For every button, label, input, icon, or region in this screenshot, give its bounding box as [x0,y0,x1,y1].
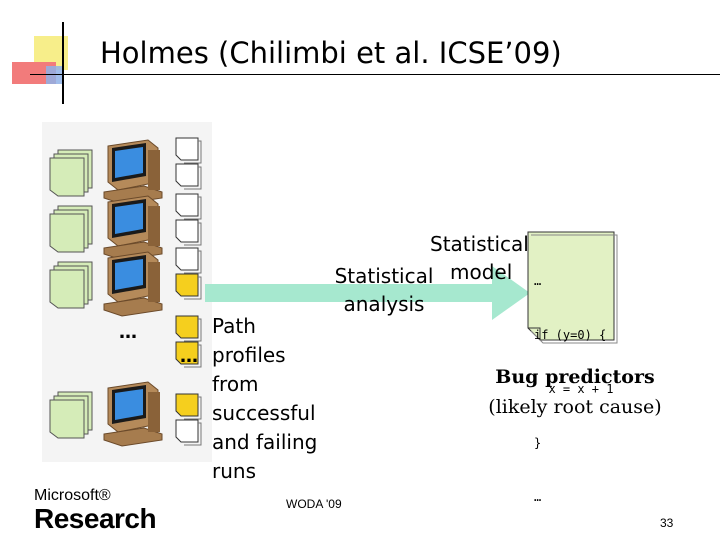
model-label-line: model [450,260,513,284]
analysis-arrow [205,266,530,320]
doc-stack-icon [49,205,93,253]
path-caption-line: profiles [212,343,286,367]
decorative-blue-square [46,66,62,84]
profile-doc-shadow [184,344,202,368]
code-line: if (y=0) { [534,328,607,342]
arrow-label-line: analysis [343,292,425,316]
profile-doc-icon [175,419,199,443]
arrow-label-line: Statistical [334,264,434,288]
computer-icon [103,195,163,261]
bug-predictors-label: Bug predictors [495,366,655,388]
profile-doc-shadow [184,276,202,300]
doc-stack-icon [49,149,93,197]
path-caption-line: Path [212,314,256,338]
profile-doc-shadow [184,140,202,164]
title-horizontal-rule [30,74,720,75]
profile-doc-icon [175,247,199,271]
microsoft-research-logo: Microsoft® Research [34,487,157,534]
profile-doc-shadow [184,166,202,190]
profile-doc-icon [175,273,199,297]
machines-ellipsis: … [119,322,137,343]
root-cause-label: (likely root cause) [488,396,662,418]
path-caption-line: successful [212,401,316,425]
code-line: … [534,490,542,504]
model-label-line: Statistical [430,232,529,256]
profile-doc-icon [175,163,199,187]
profiles-ellipsis: … [180,346,198,367]
code-document [527,231,615,341]
profile-doc-icon [175,341,199,365]
slide-title: Holmes (Chilimbi et al. ICSE’09) [100,36,562,70]
code-line: … [534,274,542,288]
profile-doc-shadow [184,250,202,274]
profile-doc-icon [175,193,199,217]
computer-icon [103,381,163,447]
path-profiles-caption: Path profiles from successful and failin… [212,312,317,486]
statistical-model-label: Statistical model [430,230,529,286]
profile-doc-shadow [184,196,202,220]
logo-microsoft: Microsoft® [34,487,111,504]
profile-doc-icon [175,137,199,161]
code-line: } [534,436,542,450]
path-caption-line: runs [212,459,256,483]
doc-stack-icon [49,391,93,439]
path-caption-line: and failing [212,430,318,454]
footer-text: WODA '09 [286,497,342,511]
profile-doc-shadow [184,396,202,420]
path-profiles-column [175,137,202,446]
path-caption-line: from [212,372,259,396]
profile-doc-icon [175,315,199,339]
computer-icon [103,251,163,317]
profile-doc-icon [175,219,199,243]
doc-stack-icon [49,261,93,309]
bug-predictors-caption: Bug predictors (likely root cause) [470,362,680,422]
profile-doc-shadow [184,318,202,342]
code-snippet: … if (y=0) { x = x + 1 } … [534,236,613,524]
decorative-red-bar [12,62,56,84]
logo-research: Research [34,503,157,534]
computer-icon [103,139,163,205]
profile-doc-shadow [184,422,202,446]
statistical-analysis-label: Statistical analysis [318,262,450,318]
profile-doc-icon [175,393,199,417]
profile-doc-shadow [184,222,202,246]
page-number: 33 [660,516,674,530]
title-vertical-rule [62,22,64,104]
code-line: x = x + 1 [534,382,614,396]
